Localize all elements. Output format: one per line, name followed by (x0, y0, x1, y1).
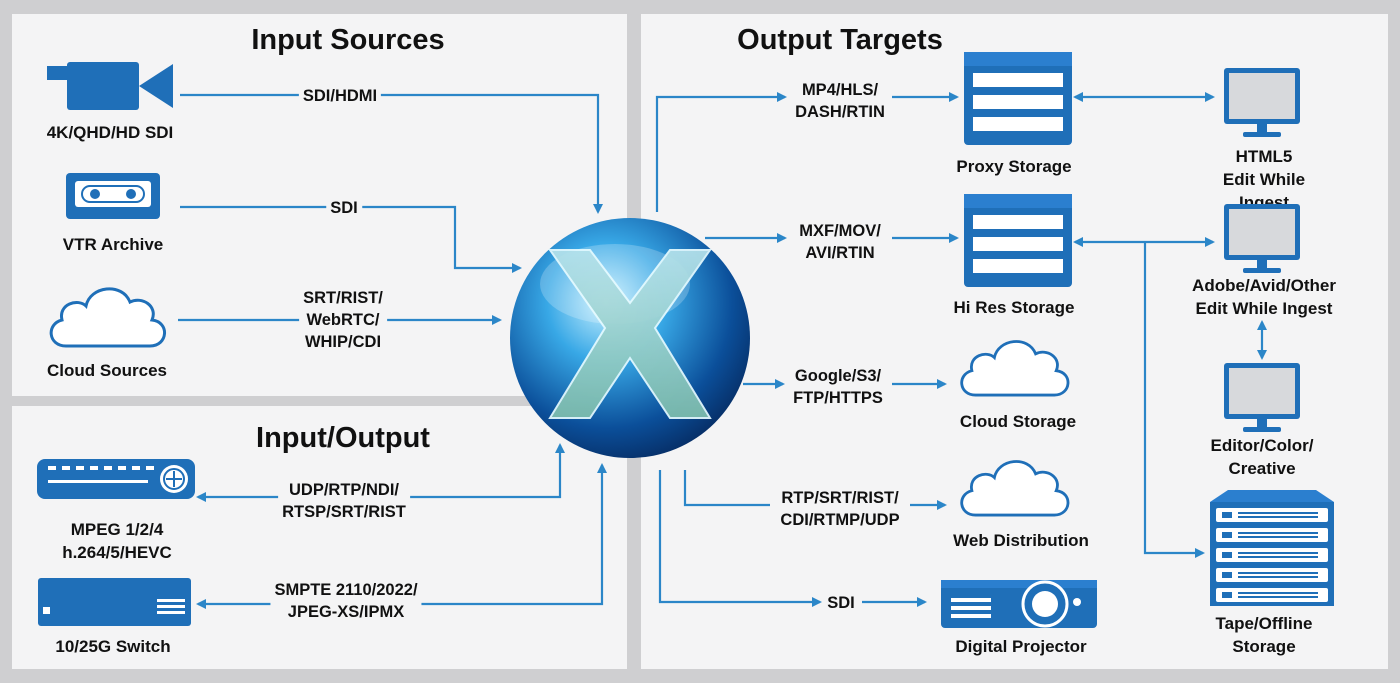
protocol-udp-rtp: UDP/RTP/NDI/ RTSP/SRT/RIST (278, 479, 410, 523)
wire-camera (180, 93, 603, 214)
web-distribution-label: Web Distribution (953, 531, 1089, 550)
camera-icon (47, 62, 173, 110)
cloud-storage-icon (960, 340, 1070, 397)
proxy-storage-label: Proxy Storage (956, 157, 1072, 176)
mpeg-label: MPEG 1/2/4 h.264/5/HEVC (62, 520, 172, 562)
protocol-sdi-vtr: SDI (326, 197, 362, 219)
wire-vtr (180, 205, 522, 273)
encoder-device-icon (37, 459, 195, 499)
protocol-mp4: MP4/HLS/ DASH/RTIN (791, 79, 889, 123)
hires-storage-label: Hi Res Storage (953, 298, 1075, 317)
protocol-smpte: SMPTE 2110/2022/ JPEG-XS/IPMX (270, 579, 422, 623)
camera-label: 4K/QHD/HD SDI (46, 123, 174, 142)
tape-storage-rack-icon (1210, 490, 1334, 606)
switch-device-icon (38, 578, 191, 626)
protocol-mxf: MXF/MOV/ AVI/RTIN (795, 220, 885, 264)
wire-tape (1143, 242, 1205, 558)
web-distribution-cloud-icon (960, 460, 1070, 517)
protocol-srt-rist: SRT/RIST/ WebRTC/ WHIP/CDI (299, 287, 387, 353)
monitor-html5-icon (1224, 68, 1300, 137)
digital-projector-label: Digital Projector (955, 637, 1087, 656)
wire-sdi-out (658, 470, 822, 607)
cloud-storage-label: Cloud Storage (959, 412, 1077, 431)
protocol-sdi-out: SDI (823, 592, 859, 614)
editor-label: Editor/Color/ Creative (1210, 436, 1314, 478)
protocol-sdi-hdmi: SDI/HDMI (298, 85, 382, 107)
tape-label: Tape/Offline Storage (1215, 614, 1313, 656)
hires-storage-icon (964, 194, 1072, 287)
section-title-input-sources: Input Sources (251, 24, 445, 56)
wire-proxy (655, 92, 787, 212)
adobe-label: Adobe/Avid/Other Edit While Ingest (1192, 276, 1336, 318)
wire-web (683, 470, 770, 507)
cloud-sources-label: Cloud Sources (47, 361, 167, 380)
vtr-tape-icon (66, 173, 160, 219)
monitor-adobe-icon (1224, 204, 1300, 273)
vtr-label: VTR Archive (62, 235, 164, 254)
section-title-input-output: Input/Output (256, 422, 430, 454)
section-title-output-targets: Output Targets (737, 24, 943, 56)
hub-x-icon (510, 218, 750, 458)
cloud-sources-icon (49, 287, 166, 348)
switch-label: 10/25G Switch (55, 637, 171, 656)
monitor-editor-icon (1224, 363, 1300, 432)
proxy-storage-icon (964, 52, 1072, 145)
projector-icon (941, 580, 1097, 628)
protocol-rtp-srt: RTP/SRT/RIST/ CDI/RTMP/UDP (776, 487, 904, 531)
protocol-google: Google/S3/ FTP/HTTPS (789, 365, 887, 409)
